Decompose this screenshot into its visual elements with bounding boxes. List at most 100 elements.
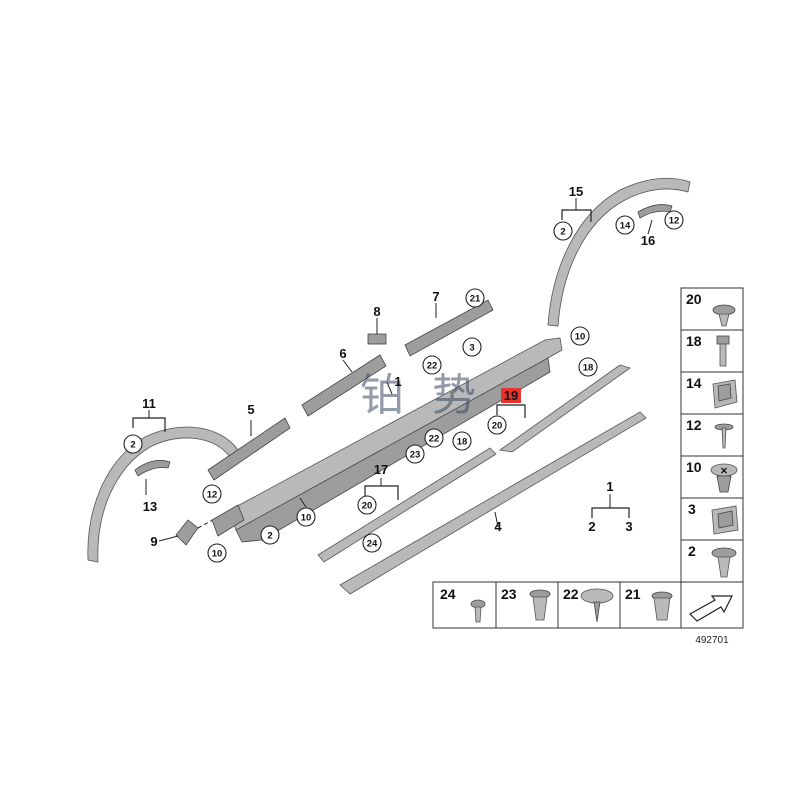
svg-text:20: 20 (492, 421, 503, 432)
circled-2-rear: 2 (553, 221, 573, 241)
label-1: 1 (394, 374, 401, 389)
label-13: 13 (143, 499, 157, 514)
circled-3: 3 (462, 337, 482, 357)
trim-strip-17 (317, 447, 497, 563)
fastener-label-14: 14 (686, 375, 702, 391)
svg-text:✕: ✕ (720, 466, 728, 477)
grommet-icon (651, 591, 673, 621)
circled-23: 23 (405, 444, 425, 464)
fastener-label-21: 21 (625, 586, 641, 602)
circled-18-upper: 18 (578, 357, 598, 377)
bracket-6 (301, 354, 387, 417)
svg-text:18: 18 (583, 363, 594, 374)
spring-clip-icon (712, 379, 738, 409)
bracket-7 (404, 299, 494, 357)
tree-clip-icon (711, 547, 737, 578)
bracket-11 (132, 417, 166, 432)
svg-text:23: 23 (410, 450, 421, 461)
svg-text:12: 12 (207, 490, 218, 501)
rear-wheel-arch-trim (547, 177, 691, 327)
bracket-5 (207, 417, 291, 481)
label-15: 15 (569, 184, 583, 199)
svg-text:18: 18 (457, 437, 468, 448)
direction-arrow-icon (689, 595, 733, 622)
circled-22-lower: 22 (424, 428, 444, 448)
clip-nut-icon (711, 505, 739, 535)
fastener-column: 20 18 14 12 10 3 2 ✕ (680, 287, 744, 583)
circled-14: 14 (615, 215, 635, 235)
circled-24: 24 (362, 533, 382, 553)
label-4: 4 (494, 519, 502, 534)
label-3b: 3 (625, 519, 632, 534)
circled-10-mid: 10 (296, 507, 316, 527)
fastener-label-23: 23 (501, 586, 517, 602)
svg-text:3: 3 (469, 343, 474, 354)
svg-text:2: 2 (130, 440, 135, 451)
fastener-label-12: 12 (686, 417, 702, 433)
svg-text:12: 12 (669, 216, 680, 227)
trim-strip-19 (498, 364, 631, 453)
bracket-1b (591, 507, 630, 518)
front-arch-insert-13 (134, 460, 171, 477)
circled-10-rear: 10 (570, 326, 590, 346)
svg-text:14: 14 (620, 221, 631, 232)
fastener-label-20: 20 (686, 291, 702, 307)
label-8: 8 (373, 304, 380, 319)
fastener-label-24: 24 (440, 586, 456, 602)
clip-8 (367, 333, 387, 345)
diagram-number: 492701 (695, 635, 729, 646)
expansion-nut-icon (529, 589, 551, 621)
label-19: 19 (504, 388, 518, 403)
highlight-19 (501, 388, 521, 403)
watermark-char-2: 势 (432, 370, 476, 421)
svg-text:10: 10 (575, 332, 586, 343)
expanding-rivet-icon (714, 423, 734, 449)
label-7: 7 (432, 289, 439, 304)
fastener-label-3: 3 (688, 501, 696, 517)
label-17: 17 (374, 462, 388, 477)
label-2b: 2 (588, 519, 595, 534)
circled-10-front: 10 (207, 543, 227, 563)
svg-text:10: 10 (301, 513, 312, 524)
hex-bolt-icon (716, 335, 730, 367)
svg-text:20: 20 (362, 501, 373, 512)
label-6: 6 (339, 346, 346, 361)
svg-text:22: 22 (427, 361, 438, 372)
circled-20-upper: 20 (487, 415, 507, 435)
circled-18-lower: 18 (452, 431, 472, 451)
watermark-char-1: 铂 (360, 370, 404, 421)
sill-cover-4 (339, 411, 647, 595)
svg-text:21: 21 (470, 294, 481, 305)
svg-text:2: 2 (267, 531, 272, 542)
fastener-label-10: 10 (686, 459, 702, 475)
bracket-19 (496, 404, 526, 418)
fastener-label-18: 18 (686, 333, 702, 349)
circled-2-lower: 2 (260, 525, 280, 545)
circled-22-upper: 22 (422, 355, 442, 375)
fastener-label-2: 2 (688, 543, 696, 559)
plastic-rivet-icon (470, 599, 486, 623)
circled-12-front: 12 (202, 484, 222, 504)
label-5: 5 (247, 402, 254, 417)
svg-text:10: 10 (212, 549, 223, 560)
circled-20-lower: 20 (357, 495, 377, 515)
label-9: 9 (150, 534, 157, 549)
circled-12-rear: 12 (664, 210, 684, 230)
svg-text:2: 2 (560, 227, 565, 238)
fastener-row: 24 23 22 21 (432, 581, 744, 629)
svg-text:24: 24 (367, 539, 378, 550)
fastener-label-22: 22 (563, 586, 579, 602)
label-1b: 1 (606, 479, 613, 494)
screw-clip-icon: ✕ (710, 463, 738, 493)
flange-screw-icon (580, 588, 614, 623)
bracket-9 (175, 519, 199, 546)
circled-21: 21 (465, 288, 485, 308)
svg-text:22: 22 (429, 434, 440, 445)
circled-2-front: 2 (123, 434, 143, 454)
holder-near-10 (211, 504, 245, 537)
label-16: 16 (641, 233, 655, 248)
push-rivet-icon (712, 304, 736, 327)
label-11: 11 (142, 396, 156, 411)
